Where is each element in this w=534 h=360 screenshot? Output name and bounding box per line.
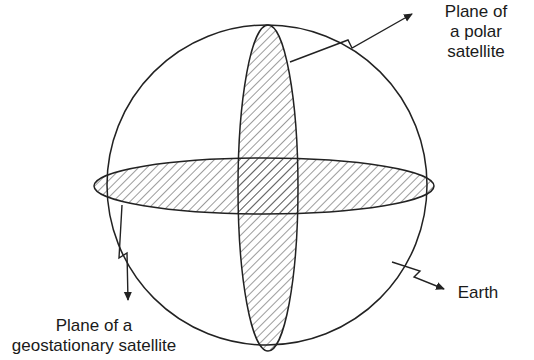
leader-line [392, 262, 444, 289]
leader-line [119, 205, 128, 300]
polar-plane [238, 25, 298, 351]
plane-label: Plane of a geostationary satellite [8, 316, 180, 356]
plane-label: Plane of a polar satellite [440, 2, 512, 62]
earth-label: Earth [448, 283, 508, 303]
leader-line [290, 14, 412, 62]
